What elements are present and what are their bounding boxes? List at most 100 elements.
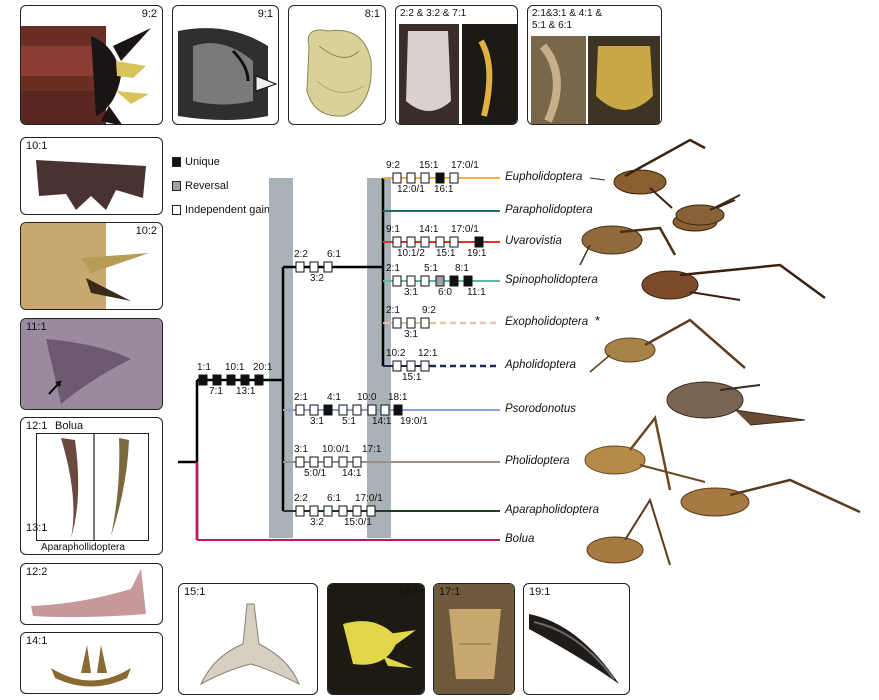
taxon-eupholidoptera: Eupholidoptera [505, 171, 583, 183]
character-box [392, 275, 402, 287]
char-label: 10:1/2 [397, 248, 425, 259]
char-label: 19:1 [467, 248, 487, 259]
legend-independent: Independent gain [172, 198, 270, 222]
character-box [323, 456, 333, 468]
panel-label: 2:2 & 3:2 & 7:1 [400, 8, 467, 19]
panel-9-2: 9:2 [20, 5, 163, 125]
panel-label: 9:2 [141, 8, 157, 20]
character-box [463, 275, 473, 287]
panel-label: 2:1&3:1 & 4:1 & [532, 8, 603, 19]
char-label: 17:1 [362, 444, 382, 455]
character-box [226, 374, 236, 386]
titillator-lateral-photo [199, 603, 300, 686]
character-box [295, 456, 305, 468]
ovipositor-photo [529, 614, 619, 684]
character-box [420, 317, 430, 329]
character-box [449, 236, 459, 248]
char-label: 10:0/1 [322, 444, 350, 455]
character-box [309, 456, 319, 468]
reversal-band-left [269, 178, 293, 538]
char-label: 13:1 [236, 386, 256, 397]
character-box [309, 261, 319, 273]
character-box [323, 505, 333, 517]
character-box [367, 404, 377, 416]
panel-label: 11:1 [26, 321, 47, 333]
panel-label: 8:1 [364, 8, 380, 20]
subgenital-plate-photo [36, 160, 146, 210]
char-label: 3:2 [310, 517, 324, 528]
panel-12-1: 12:1 Bolua 13:1 Aparaphollidoptera [20, 417, 163, 555]
character-box [406, 275, 416, 287]
character-box [392, 236, 402, 248]
panel-12-2: 12:2 [20, 563, 163, 625]
reversal-band-right [367, 178, 391, 538]
char-label: 17:0/1 [451, 160, 479, 171]
character-box [380, 404, 390, 416]
character-box [366, 505, 376, 517]
char-label: 15:1 [419, 160, 439, 171]
char-label: 2:1 [294, 392, 308, 403]
panel-10-2: 10:2 [20, 222, 163, 310]
panel-2-1: 2:1&3:1 & 4:1 & 5:1 & 6:1 [527, 5, 662, 125]
char-label: 6:1 [327, 249, 341, 260]
panel-label-2: 5:1 & 6:1 [532, 20, 573, 31]
taxon-bolua: Bolua [505, 533, 535, 545]
character-box [295, 404, 305, 416]
panel-label: 17:1 [439, 586, 461, 598]
taxon-pholidoptera: Pholidoptera [505, 455, 570, 467]
panel-label: 9:1 [257, 8, 273, 20]
character-box [338, 456, 348, 468]
character-box [309, 404, 319, 416]
char-label: 3:1 [310, 416, 324, 427]
character-box [406, 236, 416, 248]
char-label: 9:2 [422, 305, 436, 316]
panel-label: 10:2 [135, 225, 157, 237]
char-label: 3:2 [310, 273, 324, 284]
character-box [212, 374, 222, 386]
char-label: 6:0 [438, 287, 452, 298]
cercus-yellow-photo [328, 584, 424, 694]
char-label: 10:2 [386, 348, 406, 359]
char-label: 5:1 [424, 263, 438, 274]
char-label: 3:1 [294, 444, 308, 455]
character-boxes [198, 172, 484, 517]
char-label: 3:1 [404, 329, 418, 340]
char-label: 15:1 [402, 372, 422, 383]
character-box [392, 172, 402, 184]
character-box [449, 275, 459, 287]
panel-10-1: 10:1 [20, 137, 163, 215]
abdomen-dorsal-photo [178, 28, 278, 121]
char-label: 14:1 [419, 224, 439, 235]
asterisk-mark: * [595, 313, 601, 328]
char-label: 9:2 [386, 160, 400, 171]
panel-label: 12:1 [26, 420, 48, 432]
character-box [435, 172, 445, 184]
char-label: 1:1 [197, 362, 211, 373]
panel-label: 16:1 [397, 586, 419, 598]
panel-label: 12:2 [26, 566, 48, 578]
character-box [295, 261, 305, 273]
subgenital-plate-ventral-photo [434, 584, 514, 694]
character-box [392, 317, 402, 329]
char-label: 9:1 [386, 224, 400, 235]
character-box [295, 505, 305, 517]
legend-reversal: Reversal [172, 174, 270, 198]
char-label: 5:1 [342, 416, 356, 427]
reversal-swatch [172, 181, 181, 191]
legend-unique: Unique [172, 150, 270, 174]
char-label: 14:1 [372, 416, 392, 427]
character-box [338, 505, 348, 517]
panel-8-1: 8:1 [288, 5, 386, 125]
character-box [474, 236, 484, 248]
char-label: 7:1 [209, 386, 223, 397]
legend: Unique Reversal Independent gain [172, 150, 270, 222]
character-box [435, 236, 445, 248]
character-box [323, 261, 333, 273]
panel-19-1: 19:1 [523, 583, 630, 695]
character-box [420, 275, 430, 287]
char-label: 4:1 [327, 392, 341, 403]
independent-swatch [172, 205, 181, 215]
panel-label: 14:1 [26, 635, 48, 647]
character-box [254, 374, 264, 386]
